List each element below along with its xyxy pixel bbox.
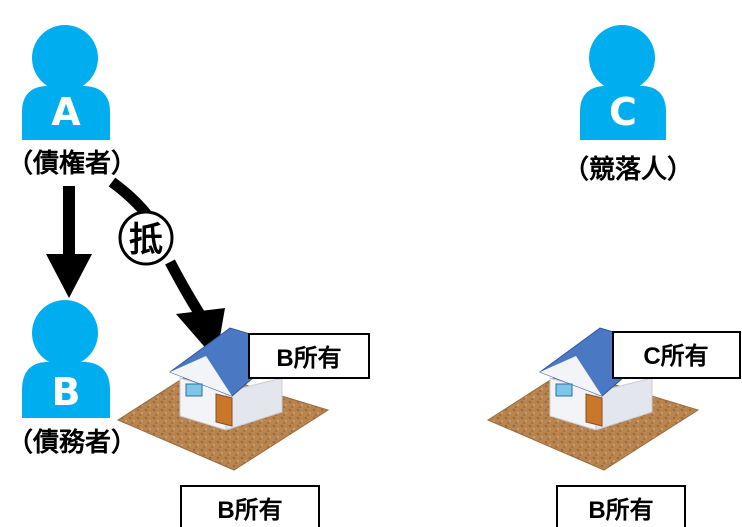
left-building-owner-box: B所有 — [248, 333, 370, 379]
person-a-letter: A — [51, 90, 81, 134]
person-b-role: （債務者） — [7, 428, 137, 458]
arrow-a-to-b — [46, 186, 92, 298]
person-c-role: （競落人） — [563, 154, 693, 185]
left-building-owner-label: B所有 — [276, 345, 341, 372]
mortgage-label: 抵 — [129, 220, 163, 260]
person-b-letter: B — [52, 370, 81, 414]
right-building-owner-label: C所有 — [643, 343, 708, 370]
mortgage-badge: 抵 — [118, 210, 174, 266]
left-land-owner-label: B所有 — [217, 497, 282, 524]
person-a-figure: A — [22, 25, 110, 140]
right-land-owner-box: B所有 — [556, 485, 686, 527]
person-c-figure: C — [580, 25, 666, 140]
person-b-figure: B — [22, 300, 110, 418]
right-house-lot — [486, 327, 700, 471]
right-building-owner-box: C所有 — [612, 331, 741, 379]
left-land-owner-box: B所有 — [180, 485, 320, 527]
person-a-role: （債権者） — [7, 148, 137, 179]
right-land-owner-label: B所有 — [588, 497, 653, 524]
arrow-mortgage — [108, 177, 225, 360]
person-c-letter: C — [609, 90, 637, 134]
